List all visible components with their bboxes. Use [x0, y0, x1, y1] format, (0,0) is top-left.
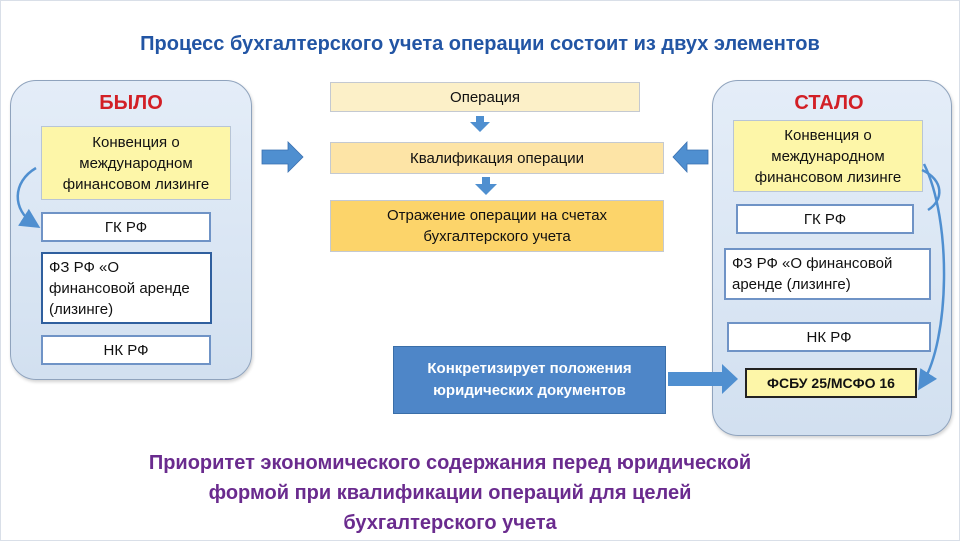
before-curve-arrow	[16, 166, 41, 229]
after-fz-box: ФЗ РФ «О финансовой аренде (лизинге)	[724, 248, 931, 300]
after-nk-box: НК РФ	[727, 322, 931, 352]
after-curve-arrow	[917, 163, 946, 391]
process-down-arrow-1	[470, 116, 490, 132]
after-to-process-arrow	[672, 140, 709, 174]
before-to-process-arrow	[261, 141, 304, 173]
before-fz-box: ФЗ РФ «О финансовой аренде (лизинге)	[41, 252, 212, 324]
after-fsbu-box: ФСБУ 25/МСФО 16	[745, 368, 917, 398]
after-gk-box: ГК РФ	[736, 204, 914, 234]
before-convention-box: Конвенция о международном финансовом лиз…	[41, 126, 231, 200]
process-down-arrow-2	[475, 177, 497, 195]
slide-title: Процесс бухгалтерского учета операции со…	[140, 33, 820, 55]
process-step-operation: Операция	[330, 82, 640, 112]
before-gk-box: ГК РФ	[41, 212, 211, 242]
footer-line-3: бухгалтерского учета	[343, 512, 557, 534]
concretizes-box: Конкретизирует положения юридических док…	[393, 346, 666, 414]
footer-line-2: формой при квалификации операций для цел…	[208, 482, 692, 504]
before-nk-box: НК РФ	[41, 335, 211, 365]
footer-line-1: Приоритет экономического содержания пере…	[148, 452, 752, 474]
process-step-recording: Отражение операции на счетах бухгалтерск…	[330, 200, 664, 252]
after-convention-box: Конвенция о международном финансовом лиз…	[733, 120, 923, 192]
panel-before-heading: БЫЛО	[99, 92, 163, 114]
footer-text: Приоритет экономического содержания пере…	[0, 448, 900, 538]
process-step-qualification: Квалификация операции	[330, 142, 664, 174]
after-small-curve	[921, 168, 941, 212]
panel-after-heading: СТАЛО	[794, 92, 864, 114]
concretizes-to-fsbu-arrow	[668, 364, 738, 394]
